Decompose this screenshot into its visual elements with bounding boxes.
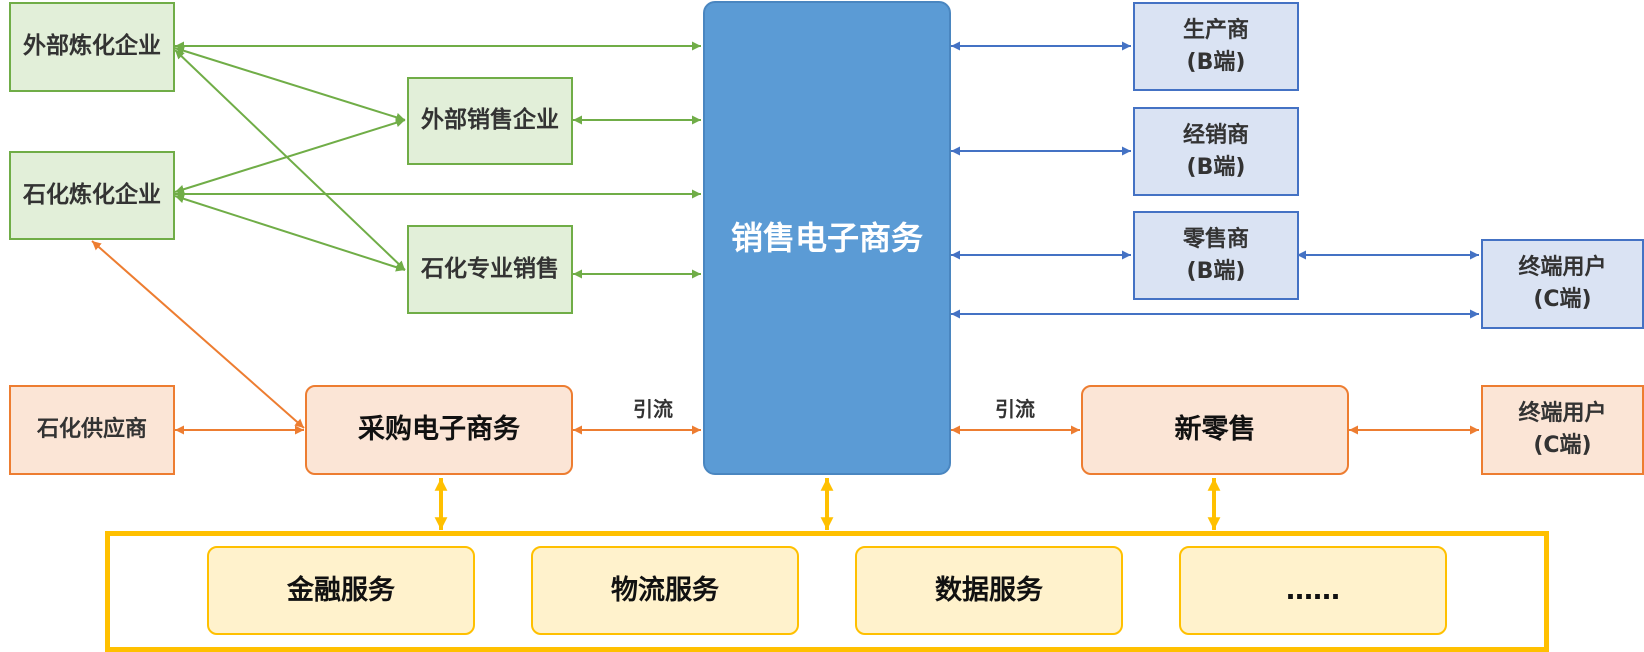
producer-label: 生产商	[1182, 17, 1249, 43]
sales-ecommerce-core[interactable]: 销售电子商务	[703, 1, 951, 475]
end-user-c-label: 终端用户	[1518, 401, 1607, 427]
service-data[interactable]: 数据服务	[855, 546, 1123, 635]
end-user-b-node[interactable]: 终端用户 (C端)	[1481, 239, 1644, 329]
external-sales-node[interactable]: 外部销售企业	[407, 77, 573, 165]
flow-label-right: 引流	[995, 397, 1035, 421]
distributor-node[interactable]: 经销商 (B端)	[1133, 107, 1299, 196]
retailer-label: 零售商	[1182, 226, 1249, 252]
end-user-c-tag: (C端)	[1533, 433, 1592, 458]
services-frame	[105, 531, 1549, 652]
distributor-tag: (B端)	[1186, 154, 1246, 180]
producer-tag: (B端)	[1186, 49, 1246, 75]
petro-refinery-node[interactable]: 石化炼化企业	[9, 151, 175, 240]
arrow-petro-refinery-to-external-sales	[174, 118, 406, 194]
sales-ecommerce-label: 销售电子商务	[730, 218, 923, 257]
external-refinery-label: 外部炼化企业	[23, 33, 161, 60]
external-refinery-node[interactable]: 外部炼化企业	[9, 2, 175, 92]
service-logistics[interactable]: 物流服务	[531, 546, 799, 635]
petro-supplier-node[interactable]: 石化供应商	[9, 385, 175, 475]
retailer-node[interactable]: 零售商 (B端)	[1133, 211, 1299, 300]
external-sales-label: 外部销售企业	[421, 107, 559, 134]
service-data-label: 数据服务	[935, 574, 1043, 606]
arrow-petro-refinery-to-procurement	[91, 240, 305, 429]
service-more[interactable]: ……	[1179, 546, 1447, 635]
petro-sales-node[interactable]: 石化专业销售	[407, 225, 573, 314]
retailer-tag: (B端)	[1186, 258, 1246, 284]
new-retail-label: 新零售	[1174, 414, 1256, 446]
service-finance-label: 金融服务	[287, 574, 395, 606]
end-user-b-label: 终端用户	[1518, 255, 1607, 281]
distributor-label: 经销商	[1182, 122, 1249, 148]
new-retail-node[interactable]: 新零售	[1081, 385, 1349, 475]
procurement-ecommerce-label: 采购电子商务	[358, 414, 520, 446]
procurement-ecommerce-node[interactable]: 采购电子商务	[305, 385, 573, 475]
petro-supplier-label: 石化供应商	[36, 417, 147, 443]
service-finance[interactable]: 金融服务	[207, 546, 475, 635]
producer-node[interactable]: 生产商 (B端)	[1133, 2, 1299, 91]
flow-label-left: 引流	[633, 397, 673, 421]
service-more-label: ……	[1286, 574, 1340, 606]
end-user-b-tag: (C端)	[1533, 287, 1592, 312]
arrow-petro-refinery-to-petro-sales	[174, 194, 406, 272]
petro-refinery-label: 石化炼化企业	[23, 181, 161, 208]
end-user-c-node[interactable]: 终端用户 (C端)	[1481, 385, 1644, 475]
service-logistics-label: 物流服务	[611, 574, 719, 606]
petro-sales-label: 石化专业销售	[421, 255, 559, 282]
